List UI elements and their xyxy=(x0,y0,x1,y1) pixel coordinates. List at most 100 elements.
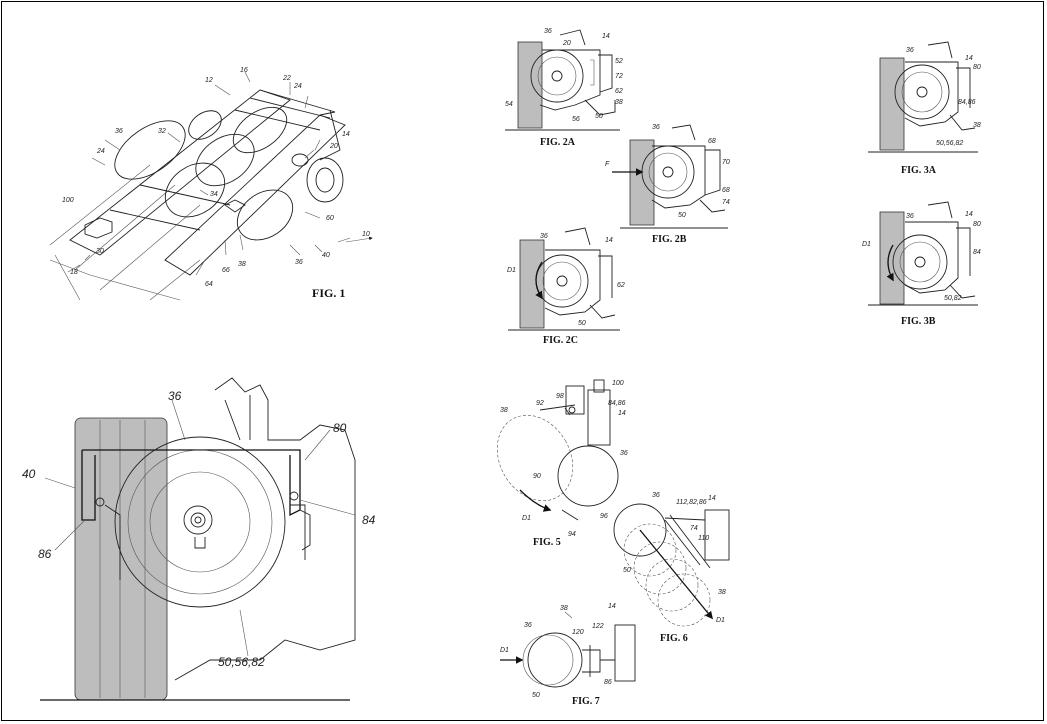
fig1-ref: 16 xyxy=(240,67,248,74)
fig6-ref: 110 xyxy=(698,535,709,542)
fig1-ref: 24 xyxy=(293,83,302,90)
fig3a-caption: FIG. 3A xyxy=(901,165,937,176)
fig7-ref: 120 xyxy=(572,629,584,636)
fig2c-ref: 62 xyxy=(617,282,625,289)
fig2c-dir: D1 xyxy=(507,267,516,274)
fig1-ref: 20 xyxy=(329,143,338,150)
fig1-ref: 18 xyxy=(70,269,78,276)
fig3b-ref: 36 xyxy=(906,213,914,220)
fig1-ref: 36 xyxy=(115,128,123,135)
fig6-ref: 36 xyxy=(652,492,660,499)
fig5-ref: 98 xyxy=(556,393,564,400)
fig3a-ref: 38 xyxy=(973,122,981,129)
fig2b-ref: 74 xyxy=(722,199,730,206)
fig2a-ref: 56 xyxy=(572,116,580,123)
fig7-ref: 86 xyxy=(604,679,612,686)
fig7-labels: 38 14 36 120 122 86 50 D1 FIG. 7 xyxy=(500,603,616,707)
fig5-drawing xyxy=(496,379,619,521)
fig4-ref: 80 xyxy=(333,421,347,435)
fig6-ref: 74 xyxy=(690,525,698,532)
fig7-ref: 36 xyxy=(524,622,532,629)
fig2c-ref: 50 xyxy=(578,320,586,327)
fig3b-drawing xyxy=(868,201,978,306)
fig6-dir: D1 xyxy=(716,617,725,624)
fig5-ref: 94 xyxy=(568,531,576,538)
fig1-ref: 40 xyxy=(322,252,330,259)
fig2b-labels: 36 68 70 68 74 50 F FIG. 2B xyxy=(605,124,730,245)
fig2a-ref: 50 xyxy=(595,113,603,120)
fig3a-ref: 14 xyxy=(965,55,973,62)
fig3a-ref: 84,86 xyxy=(958,99,976,106)
fig2a-ref: 54 xyxy=(505,101,513,108)
fig2a-ref: 38 xyxy=(615,99,623,106)
fig2b-ref: 36 xyxy=(652,124,660,131)
fig6-ref: 38 xyxy=(718,589,726,596)
fig2a-drawing xyxy=(505,29,620,131)
fig5-ref: 36 xyxy=(620,450,628,457)
fig1-ref: 38 xyxy=(238,261,246,268)
fig3a-ref: 50,56,82 xyxy=(936,140,963,147)
fig5-ref: 92 xyxy=(536,400,544,407)
fig4-drawing xyxy=(40,377,356,701)
fig7-ref: 50 xyxy=(532,692,540,699)
fig5-ref: 90 xyxy=(533,473,541,480)
fig1-ref: 30 xyxy=(96,248,104,255)
fig3b-ref: 14 xyxy=(965,211,973,218)
fig7-ref: 122 xyxy=(592,623,604,630)
fig5-ref: 14 xyxy=(618,410,626,417)
fig5-labels: 100 38 92 98 84,86 14 36 90 96 94 D1 FIG… xyxy=(500,380,628,548)
fig2a-ref: 14 xyxy=(602,33,610,40)
fig2c-drawing xyxy=(508,227,620,331)
fig5-dir: D1 xyxy=(522,515,531,522)
fig6-labels: 36 112,82,86 14 74 110 50 38 D1 FIG. 6 xyxy=(623,492,726,644)
fig3b-dir: D1 xyxy=(862,241,871,248)
fig6-ref: 50 xyxy=(623,567,631,574)
fig5-ref: 38 xyxy=(500,407,508,414)
fig2c-labels: 36 14 62 50 D1 FIG. 2C xyxy=(507,233,625,346)
fig4-ref: 40 xyxy=(22,467,36,481)
fig1-ref: 32 xyxy=(158,128,166,135)
fig3a-ref: 80 xyxy=(973,64,981,71)
fig6-caption: FIG. 6 xyxy=(660,633,688,644)
fig1-ref: 66 xyxy=(222,267,230,274)
fig5-ref: 96 xyxy=(600,513,608,520)
fig4-ref: 36 xyxy=(168,389,182,403)
fig1-ref: 60 xyxy=(326,215,334,222)
fig2a-ref: 52 xyxy=(615,58,623,65)
fig3a-ref: 36 xyxy=(906,47,914,54)
fig6-drawing xyxy=(613,503,730,627)
fig2b-ref: 50 xyxy=(678,212,686,219)
fig1-drawing xyxy=(49,71,351,301)
fig2a-ref: 36 xyxy=(544,28,552,35)
fig2a-caption: FIG. 2A xyxy=(540,137,576,148)
fig1-ref: 10 xyxy=(362,231,370,238)
fig1-ref: 14 xyxy=(342,131,350,138)
fig1-caption: FIG. 1 xyxy=(312,286,345,300)
fig1-ref: 36 xyxy=(295,259,303,266)
fig1-ref: 24 xyxy=(96,148,105,155)
fig1-ref: 22 xyxy=(282,75,291,82)
fig2b-ref: 68 xyxy=(708,138,716,145)
fig7-caption: FIG. 7 xyxy=(572,696,600,707)
fig3b-ref: 80 xyxy=(973,221,981,228)
fig4-ref: 86 xyxy=(38,547,52,561)
fig2a-labels: 36 20 14 52 72 62 38 54 56 50 FIG. 2A xyxy=(505,28,623,148)
fig2c-ref: 14 xyxy=(605,237,613,244)
fig7-ref: 38 xyxy=(560,605,568,612)
fig4-labels: 36 80 40 84 86 50,56,82 xyxy=(22,389,376,669)
fig2a-ref: 62 xyxy=(615,88,623,95)
fig3b-ref: 50,82 xyxy=(944,295,962,302)
fig2a-ref: 20 xyxy=(562,40,571,47)
fig3b-caption: FIG. 3B xyxy=(901,316,936,327)
fig5-ref: 84,86 xyxy=(608,400,626,407)
fig2a-ref: 72 xyxy=(615,73,623,80)
fig7-ref: 14 xyxy=(608,603,616,610)
fig2b-ref: 70 xyxy=(722,159,730,166)
fig7-drawing xyxy=(500,611,636,688)
fig2b-force: F xyxy=(605,161,610,168)
fig2b-ref: 68 xyxy=(722,187,730,194)
fig3b-ref: 84 xyxy=(973,249,981,256)
fig2b-caption: FIG. 2B xyxy=(652,234,687,245)
